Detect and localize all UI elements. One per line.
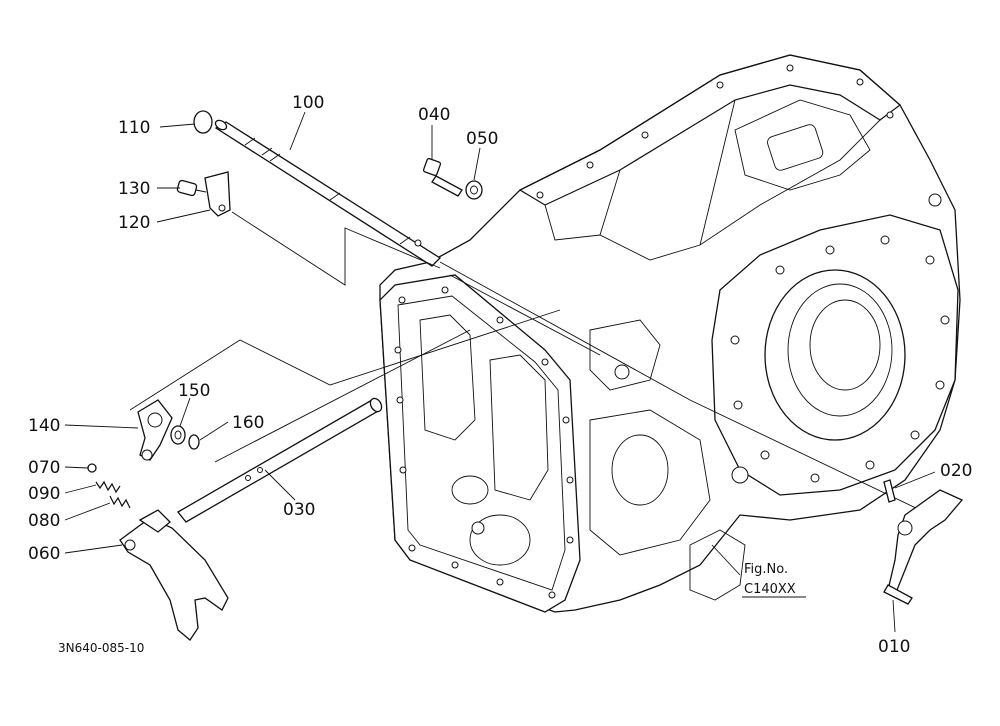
callout-010: 010: [878, 637, 910, 657]
callout-050: 050: [466, 129, 498, 149]
callout-070: 070: [28, 458, 60, 478]
spring-090: [95, 480, 121, 494]
screw-040: [422, 157, 463, 197]
fork-rod-030: [177, 397, 383, 523]
transmission-case: [379, 54, 961, 613]
callout-130: 130: [118, 179, 150, 199]
callout-140: 140: [28, 416, 60, 436]
callout-030: 030: [283, 500, 315, 520]
bolt-130: [176, 179, 207, 197]
rear-face-bolt-holes: [730, 193, 950, 483]
callout-080: 080: [28, 511, 60, 531]
plate-120: [204, 171, 231, 217]
shift-shaft-100: [214, 119, 442, 267]
shift-fork-060: [119, 509, 229, 641]
top-rim-bolt-holes: [536, 64, 894, 199]
callout-150: 150: [178, 381, 210, 401]
pin-020: [883, 479, 896, 503]
callout-090: 090: [28, 484, 60, 504]
washer-050: [465, 180, 483, 200]
o-ring-160: [188, 434, 200, 450]
leader-lines: [64, 111, 936, 633]
callout-060: 060: [28, 544, 60, 564]
figure-number-label: Fig.No.: [744, 562, 788, 577]
callout-110: 110: [118, 118, 150, 138]
callout-020: 020: [940, 461, 972, 481]
lever-010: [883, 489, 964, 605]
arm-140: [137, 399, 173, 461]
callout-040: 040: [418, 105, 450, 125]
o-ring-110: [193, 110, 213, 134]
spring-080: [109, 495, 131, 509]
callout-100: 100: [292, 93, 324, 113]
washer-150: [170, 425, 186, 445]
callout-120: 120: [118, 213, 150, 233]
figure-number-value: C140XX: [744, 582, 796, 597]
ball-070: [87, 463, 97, 473]
callout-160: 160: [232, 413, 264, 433]
drawing-code: 3N640-085-10: [58, 641, 144, 655]
front-flange-bolt-holes: [394, 286, 574, 599]
